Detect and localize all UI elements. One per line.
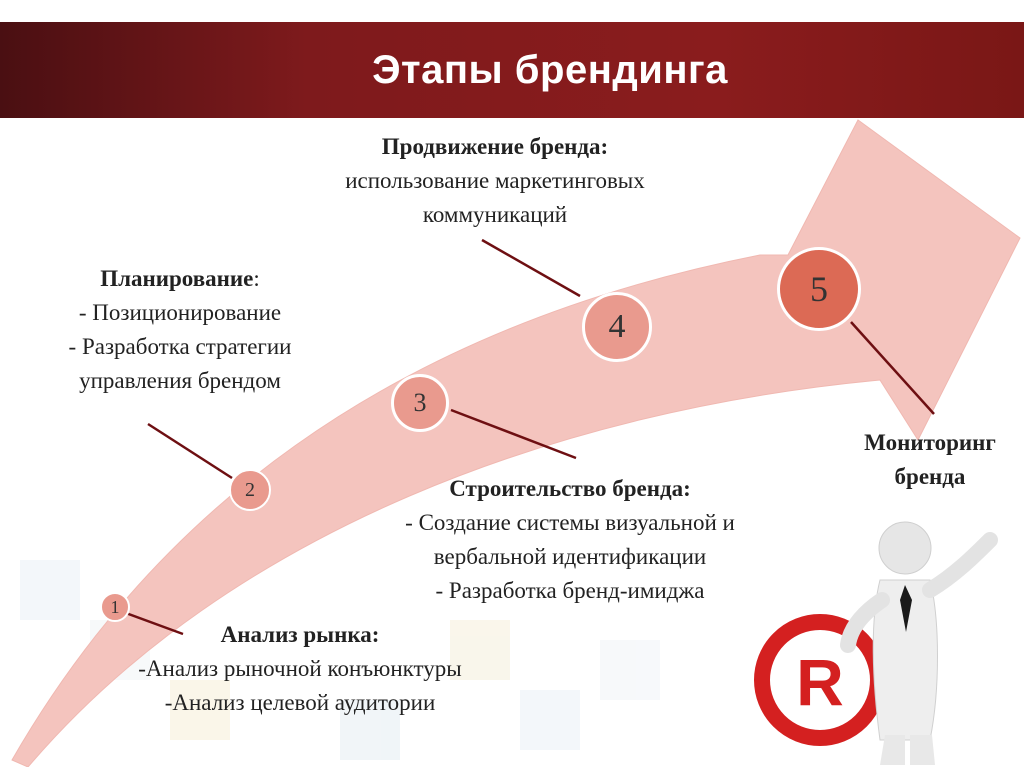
stage-4-number: 4	[608, 308, 626, 345]
registered-trademark-figure-icon: R	[754, 521, 998, 765]
connector-4	[481, 238, 581, 298]
connector-1	[122, 610, 184, 636]
stage-3-title: Строительство бренда:	[449, 476, 691, 501]
connector-3	[450, 408, 577, 460]
stage-4-title: Продвижение бренда:	[381, 134, 609, 159]
stage-2-number: 2	[245, 478, 255, 501]
stage-2-marker: 2	[229, 469, 271, 511]
stage-1-title: Анализ рынка:	[220, 622, 380, 647]
stage-4-text: Продвижение бренда: использование маркет…	[295, 130, 695, 232]
stage-2-line-3: управления брендом	[79, 368, 281, 393]
stage-2-text: Планирование: - Позиционирование - Разра…	[30, 262, 330, 398]
stage-3-line-3: - Разработка бренд-имиджа	[435, 578, 705, 603]
stage-1-line-1: -Анализ рыночной конъюнктуры	[138, 656, 462, 681]
stage-4-marker: 4	[582, 292, 652, 362]
curved-arrow	[11, 119, 1021, 767]
connector-5	[850, 321, 935, 415]
stage-1-line-2: -Анализ целевой аудитории	[164, 690, 436, 715]
stage-5-title-line-1: Мониторинг	[864, 430, 996, 455]
stage-5-title-line-2: бренда	[894, 464, 966, 489]
stage-2-title-suffix: :	[253, 266, 260, 291]
connector-2	[147, 422, 233, 480]
stage-3-line-1: - Создание системы визуальной и	[405, 510, 735, 535]
stage-3-text: Строительство бренда: - Создание системы…	[360, 472, 780, 608]
stage-5-marker: 5	[777, 247, 861, 331]
stage-1-text: Анализ рынка: -Анализ рыночной конъюнкту…	[95, 618, 505, 720]
stage-3-line-2: вербальной идентификации	[433, 544, 707, 569]
stage-1-number: 1	[110, 596, 120, 617]
stage-4-line-1: использование маркетинговых	[345, 168, 645, 193]
slide-header-bar	[0, 22, 1024, 118]
stage-4-line-2: коммуникаций	[422, 202, 568, 227]
stage-1-marker: 1	[100, 592, 130, 622]
stage-3-number: 3	[413, 388, 427, 417]
stage-3-marker: 3	[391, 374, 449, 432]
svg-text:R: R	[796, 645, 844, 719]
slide-title: Этапы брендинга	[372, 48, 728, 92]
stage-5-text: Мониторинг бренда	[835, 426, 1024, 494]
stage-2-line-1: - Позиционирование	[78, 300, 282, 325]
stage-2-line-2: - Разработка стратегии	[68, 334, 292, 359]
stage-5-number: 5	[810, 269, 828, 309]
stage-2-title: Планирование	[100, 266, 254, 291]
